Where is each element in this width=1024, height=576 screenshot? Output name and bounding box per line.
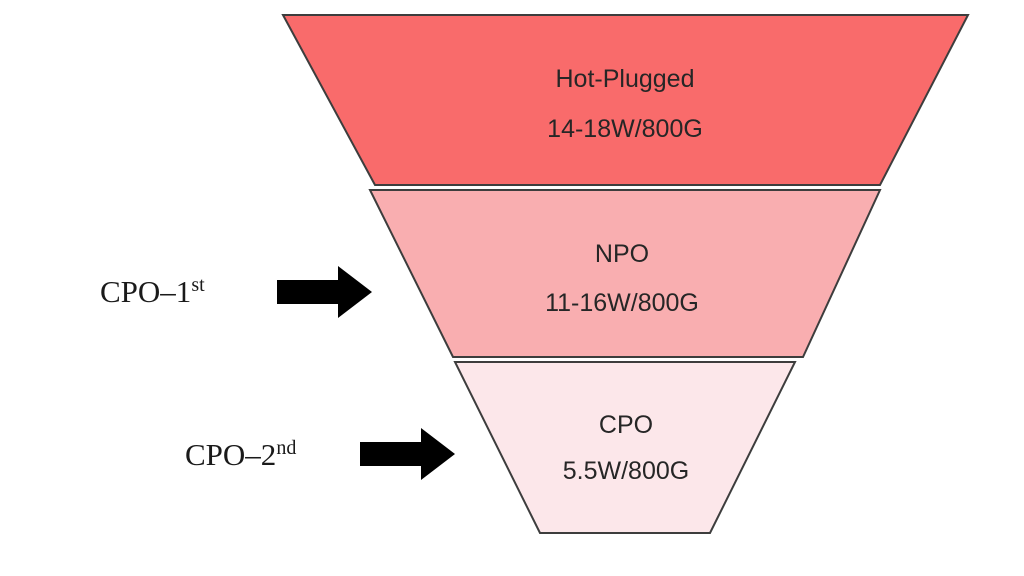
tier-cpo-shape xyxy=(453,361,797,534)
funnel-tier-npo: NPO 11-16W/800G xyxy=(368,189,882,358)
annotation-cpo-first-sup: st xyxy=(191,274,205,296)
funnel-tier-hot-plugged: Hot-Plugged 14-18W/800G xyxy=(281,14,970,186)
tier-hot-plugged-value: 14-18W/800G xyxy=(547,115,703,143)
annotation-cpo-second-sup: nd xyxy=(276,437,296,459)
tier-hot-plugged-label: Hot-Plugged xyxy=(556,65,695,93)
annotation-cpo-second-label: CPO–2nd xyxy=(185,437,296,472)
annotation-cpo-second: CPO–2nd xyxy=(185,428,455,480)
annotation-cpo-first-label: CPO–1st xyxy=(100,274,205,309)
tier-npo-shape xyxy=(368,189,882,358)
tier-npo-label: NPO xyxy=(595,240,649,268)
funnel-tier-cpo: CPO 5.5W/800G xyxy=(453,361,797,534)
right-arrow-icon xyxy=(277,266,372,318)
tier-cpo-value: 5.5W/800G xyxy=(563,457,689,485)
tier-cpo-label: CPO xyxy=(599,411,653,439)
tier-npo-value: 11-16W/800G xyxy=(545,289,699,317)
tier-hot-plugged-shape xyxy=(281,14,970,186)
annotation-cpo-second-text: CPO–2 xyxy=(185,437,276,472)
annotation-cpo-first-text: CPO–1 xyxy=(100,274,191,309)
annotation-cpo-first: CPO–1st xyxy=(100,266,372,318)
right-arrow-icon xyxy=(360,428,455,480)
